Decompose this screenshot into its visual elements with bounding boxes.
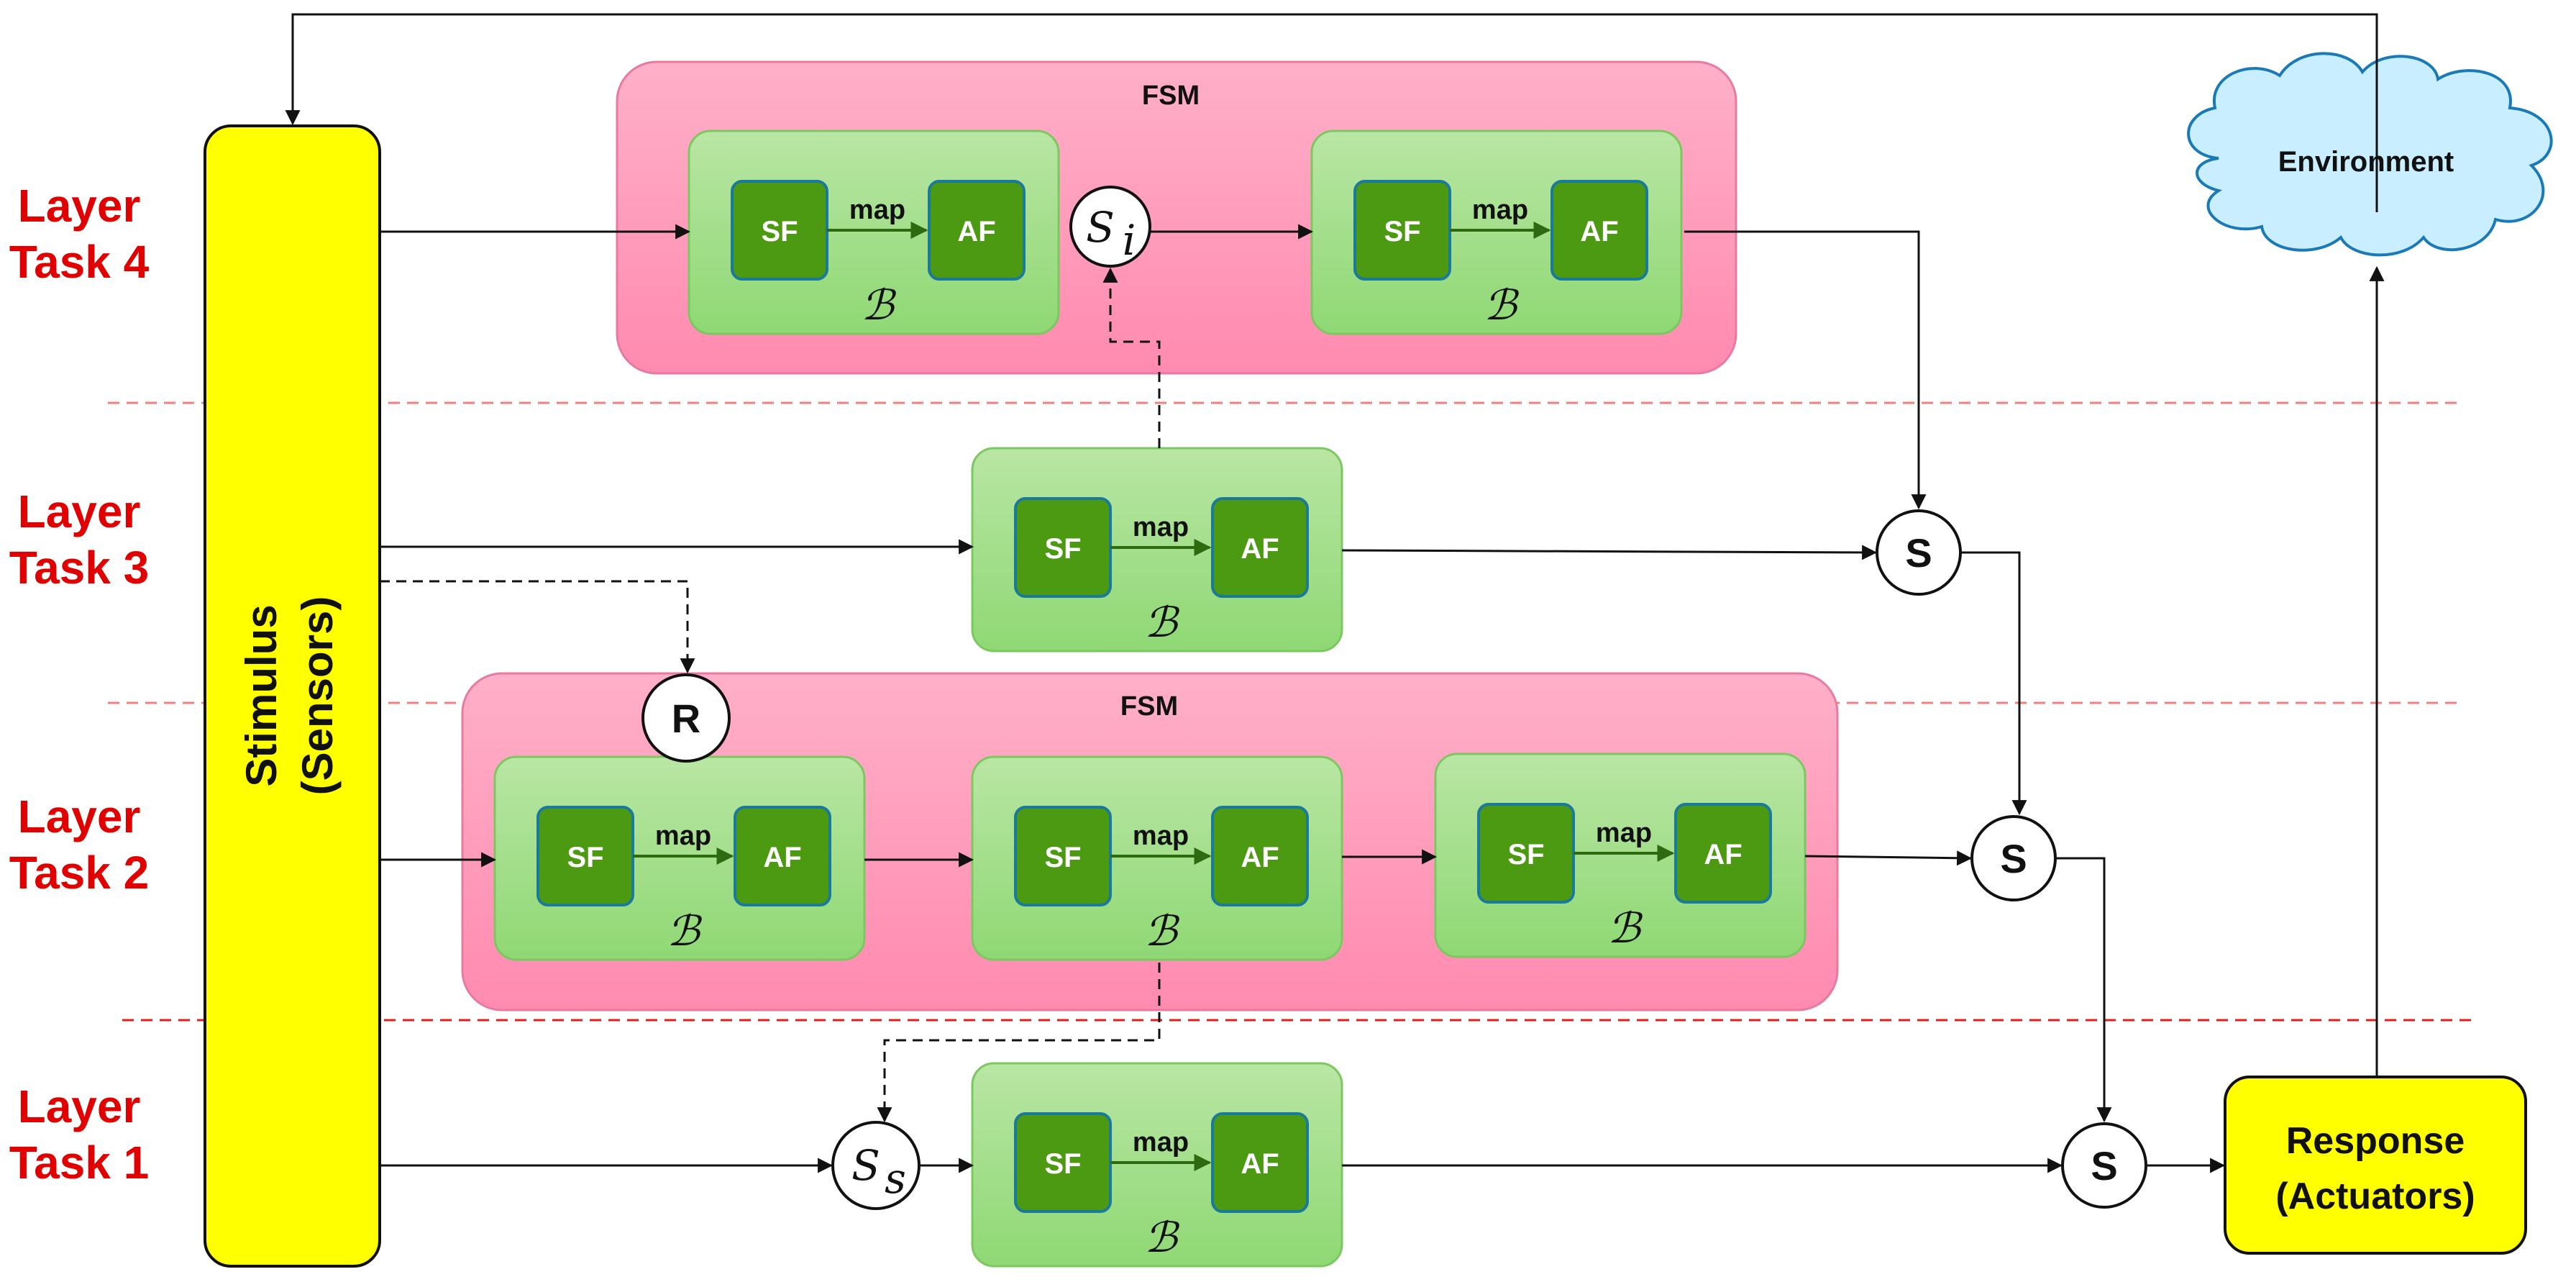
node-suppressor-ss: S s <box>831 1121 921 1210</box>
response-label-line1: Response <box>2286 1120 2465 1162</box>
cloud-shape <box>2187 52 2553 257</box>
l3-b-to-s3 <box>1341 545 1878 560</box>
connectors <box>285 13 2385 1173</box>
node-suppressor-3: S <box>1876 509 1962 596</box>
map-label: map <box>1472 195 1528 225</box>
af-label: AF <box>1241 533 1279 565</box>
node-inhibitor-si: S i <box>1069 186 1151 268</box>
af-label: AF <box>1241 842 1279 873</box>
fsm-top-label: FSM <box>1142 81 1200 111</box>
sf-label: SF <box>1044 842 1081 873</box>
af-label: AF <box>1241 1148 1279 1180</box>
layer-labels: Layer Task 4 Layer Task 3 Layer Task 2 L… <box>9 180 150 1188</box>
af-box <box>734 806 831 906</box>
af-box <box>1674 803 1772 904</box>
sf-label: SF <box>1044 533 1081 565</box>
af-box <box>1211 1112 1309 1213</box>
reset-node <box>641 673 731 763</box>
l2-suppress-ss <box>877 963 1161 1123</box>
map-label: map <box>1133 821 1189 851</box>
inhibitor-node <box>1069 186 1151 268</box>
sf-label: SF <box>1044 1148 1081 1180</box>
layer2-label-line2: Task 2 <box>9 847 150 899</box>
response-box <box>2224 1076 2527 1255</box>
suppressor-s-label: S <box>851 1141 880 1190</box>
behavior-symbol: ℬ <box>1144 1213 1180 1262</box>
behavior-symbol: ℬ <box>861 281 897 329</box>
suppressor-node-layer1-label: S <box>2091 1143 2117 1188</box>
layer3-label-line1: Layer <box>18 486 141 537</box>
af-label: AF <box>1704 839 1742 870</box>
l2-b3-to-s2 <box>1804 850 1973 866</box>
map-label: map <box>1133 512 1189 542</box>
behavior-symbol: ℬ <box>667 906 703 955</box>
af-box <box>1550 180 1648 281</box>
behavior-symbol: ℬ <box>1144 598 1180 647</box>
suppressor-node-layer3-label: S <box>1905 530 1932 576</box>
stimulus-block: Stimulus (Sensors) <box>204 124 381 1268</box>
layer2-label-line1: Layer <box>18 791 141 842</box>
layer4-label-line1: Layer <box>18 180 141 232</box>
suppressor-s-subscript: s <box>885 1154 906 1203</box>
node-suppressor-1: S <box>2061 1122 2147 1209</box>
map-label: map <box>655 821 711 851</box>
behavior-symbol: ℬ <box>1144 906 1180 955</box>
layer1-label-line1: Layer <box>18 1081 141 1132</box>
map-label: map <box>1133 1127 1189 1158</box>
behavior-symbol: ℬ <box>1607 904 1643 953</box>
stimulus-box <box>204 124 381 1268</box>
af-box <box>928 180 1026 281</box>
feedback-env-to-stimulus <box>285 13 2378 212</box>
stimulus-label-line1: Stimulus <box>237 604 286 786</box>
environment-label: Environment <box>2278 146 2454 178</box>
node-reset: R <box>641 673 731 763</box>
fsm-middle-label: FSM <box>1120 691 1178 722</box>
af-label: AF <box>957 216 995 247</box>
map-label: map <box>849 195 905 225</box>
l3-inhibit-si <box>1102 267 1161 448</box>
sf-label: SF <box>1507 839 1544 870</box>
response-label-line2: (Actuators) <box>2275 1176 2475 1217</box>
reset-node-label: R <box>672 696 700 741</box>
suppressor-node-layer2-label: S <box>2000 836 2027 881</box>
stimulus-reset-dashed <box>380 580 695 674</box>
layer3-label-line2: Task 3 <box>9 542 150 594</box>
layer4-label-line2: Task 4 <box>9 236 150 288</box>
s2-to-s1 <box>2055 857 2112 1123</box>
stimulus-label-line2: (Sensors) <box>293 596 342 796</box>
sf-label: SF <box>761 216 798 247</box>
behavior-symbol: ℬ <box>1484 281 1520 329</box>
inhibitor-node-label: S <box>1086 203 1115 252</box>
inhibitor-node-subscript: i <box>1123 216 1136 265</box>
af-box <box>1211 497 1309 598</box>
l4-b2-to-s3 <box>1684 230 1927 510</box>
environment-cloud: Environment <box>2187 52 2553 257</box>
af-box <box>1211 806 1309 906</box>
s3-to-s2 <box>1960 551 2027 816</box>
af-label: AF <box>1580 216 1618 247</box>
map-label: map <box>1596 818 1652 848</box>
sf-label: SF <box>567 842 603 873</box>
sf-label: SF <box>1384 216 1420 247</box>
af-label: AF <box>763 842 801 873</box>
node-suppressor-2: S <box>1970 815 2057 901</box>
layer1-label-line2: Task 1 <box>9 1137 150 1188</box>
response-block: Response (Actuators) <box>2224 1076 2527 1255</box>
